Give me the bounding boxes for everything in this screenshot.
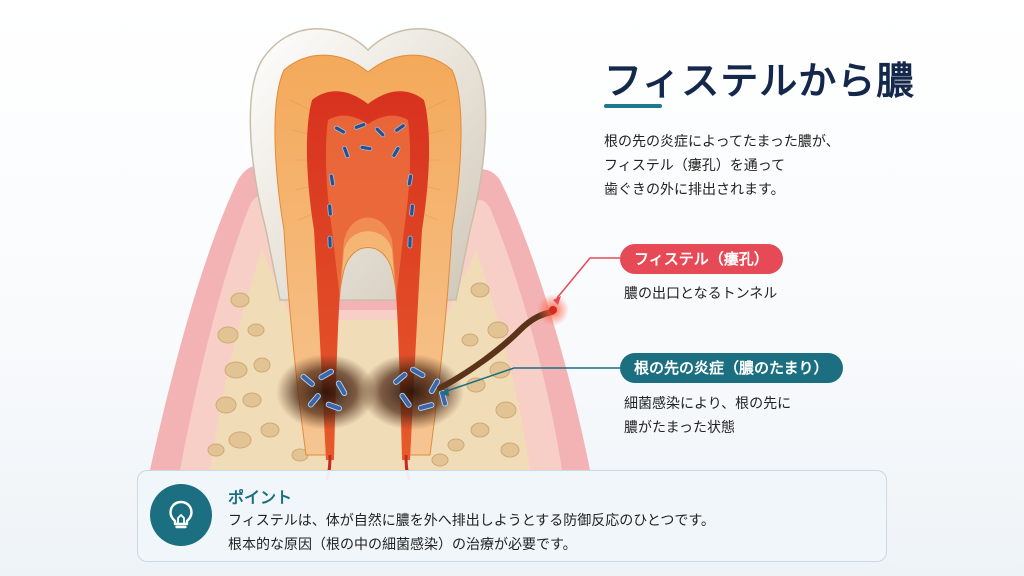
fistula-badge: フィステル（瘻孔） — [620, 244, 783, 274]
description-line: 根の先の炎症によってたまった膿が、 — [604, 130, 1004, 154]
fistula-callout-line — [557, 258, 620, 298]
point-text-line: 根本的な原因（根の中の細菌感染）の治療が必要です。 — [228, 534, 577, 554]
inflammation-badge: 根の先の炎症（膿のたまり） — [620, 353, 843, 383]
title-underline — [604, 104, 662, 108]
lightbulb-icon — [150, 484, 212, 546]
fistula-description: 膿の出口となるトンネル — [624, 282, 777, 306]
point-heading: ポイント — [228, 484, 292, 508]
description-line: フィステル（瘻孔）を通って — [604, 154, 1004, 178]
inflammation-description: 細菌感染により、根の先に 膿がたまった状態 — [624, 392, 791, 440]
inflammation-line: 細菌感染により、根の先に — [624, 392, 791, 416]
description-line: 歯ぐきの外に排出されます。 — [604, 178, 1004, 202]
page-title: フィステルから膿 — [604, 50, 915, 105]
description: 根の先の炎症によってたまった膿が、 フィステル（瘻孔）を通って 歯ぐきの外に排出… — [604, 130, 1004, 202]
inflammation-line: 膿がたまった状態 — [624, 416, 791, 440]
point-text-line: フィステルは、体が自然に膿を外へ排出しようとする防御反応のひとつです。 — [228, 510, 715, 530]
